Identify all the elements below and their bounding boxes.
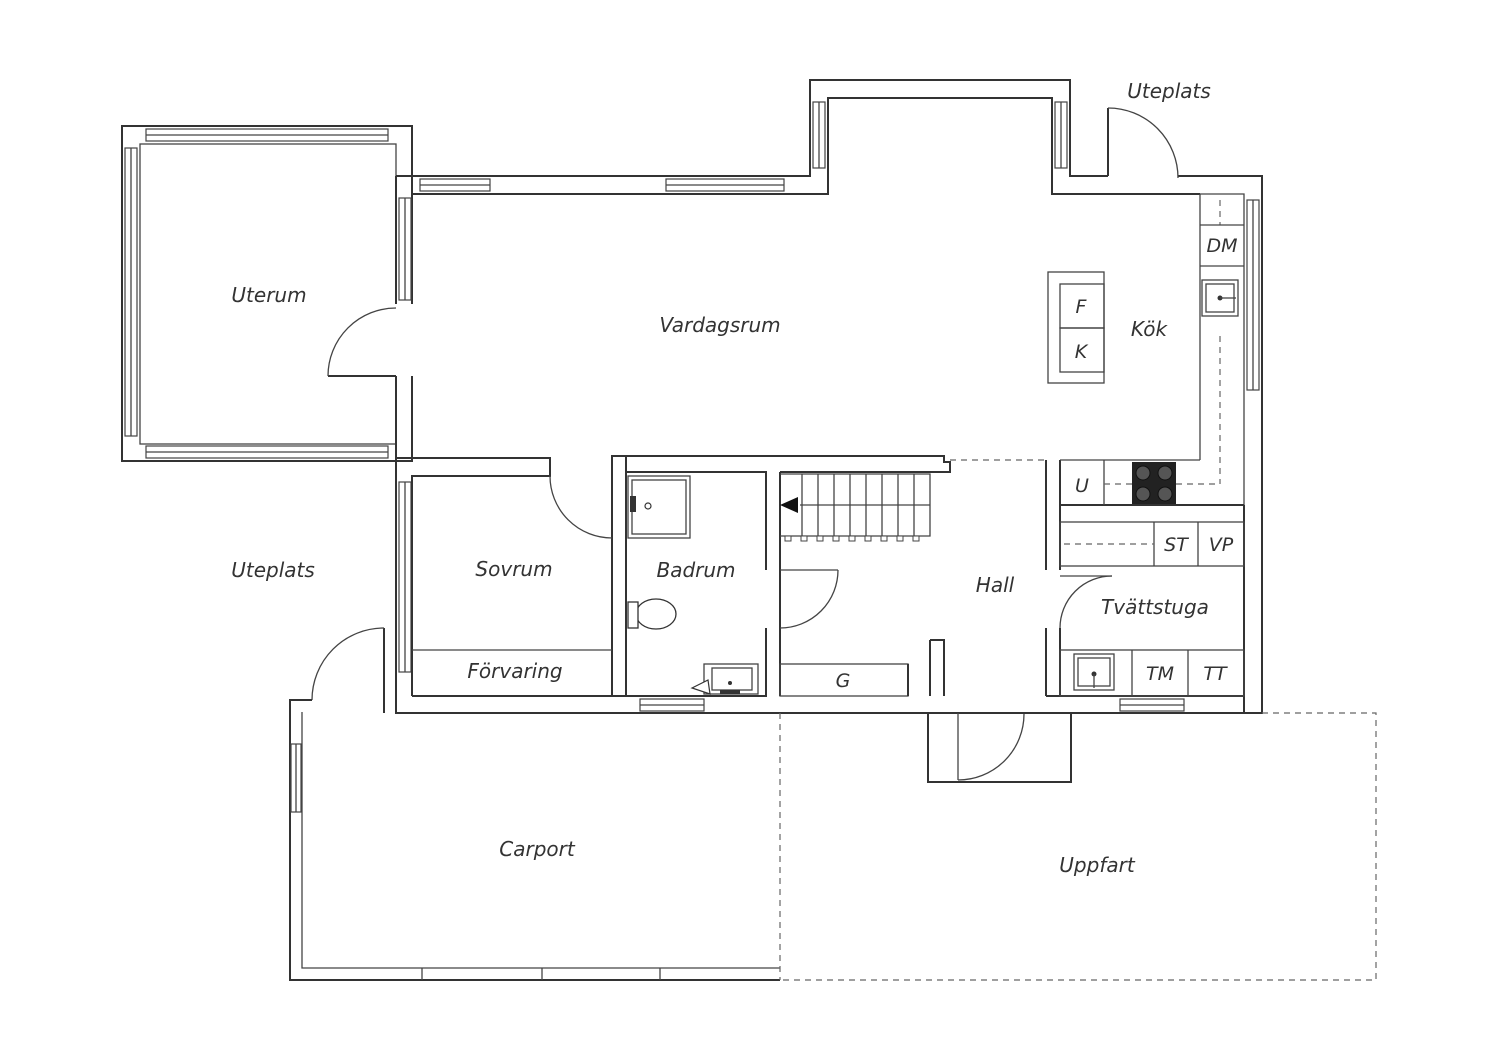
label-cabinet-vp: VP (1209, 534, 1234, 556)
uterum-door (327, 304, 416, 377)
entry-porch (927, 713, 1072, 783)
label-badrum: Badrum (656, 558, 735, 582)
label-hall: Hall (976, 573, 1015, 597)
stairs (780, 473, 931, 542)
label-cabinet-st: ST (1164, 534, 1189, 556)
label-tvattstuga: Tvättstuga (1101, 595, 1209, 619)
room-labels: Uterum Vardagsrum Kök Uteplats Uteplats … (231, 79, 1211, 877)
label-uppfart: Uppfart (1059, 853, 1136, 877)
label-wardrobe: G (836, 670, 851, 692)
uterum-walls (121, 125, 413, 462)
label-kok: Kök (1131, 317, 1169, 341)
label-oven: U (1075, 475, 1089, 497)
label-vardagsrum: Vardagsrum (659, 313, 780, 337)
kitchen-exterior-door (1107, 107, 1179, 179)
interior-doors (549, 475, 1113, 781)
label-forvaring: Förvaring (467, 659, 562, 683)
label-dishwasher: DM (1206, 235, 1237, 257)
label-washer: TM (1146, 663, 1174, 685)
bathroom-fixtures (627, 475, 759, 695)
label-dryer: TT (1203, 663, 1228, 685)
label-sovrum: Sovrum (475, 557, 552, 581)
label-carport: Carport (499, 837, 576, 861)
fixture-labels: F K DM U ST VP TM TT G (836, 235, 1238, 692)
carport-outline (289, 627, 781, 981)
kitchen-fixtures (1047, 194, 1244, 505)
label-freezer: K (1075, 341, 1089, 363)
label-uterum: Uterum (231, 283, 306, 307)
label-fridge: F (1076, 296, 1088, 318)
label-uteplats-top: Uteplats (1127, 79, 1211, 103)
uppfart-outline (780, 712, 1377, 981)
laundry-fixtures (1059, 521, 1245, 697)
label-uteplats-left: Uteplats (231, 558, 315, 582)
